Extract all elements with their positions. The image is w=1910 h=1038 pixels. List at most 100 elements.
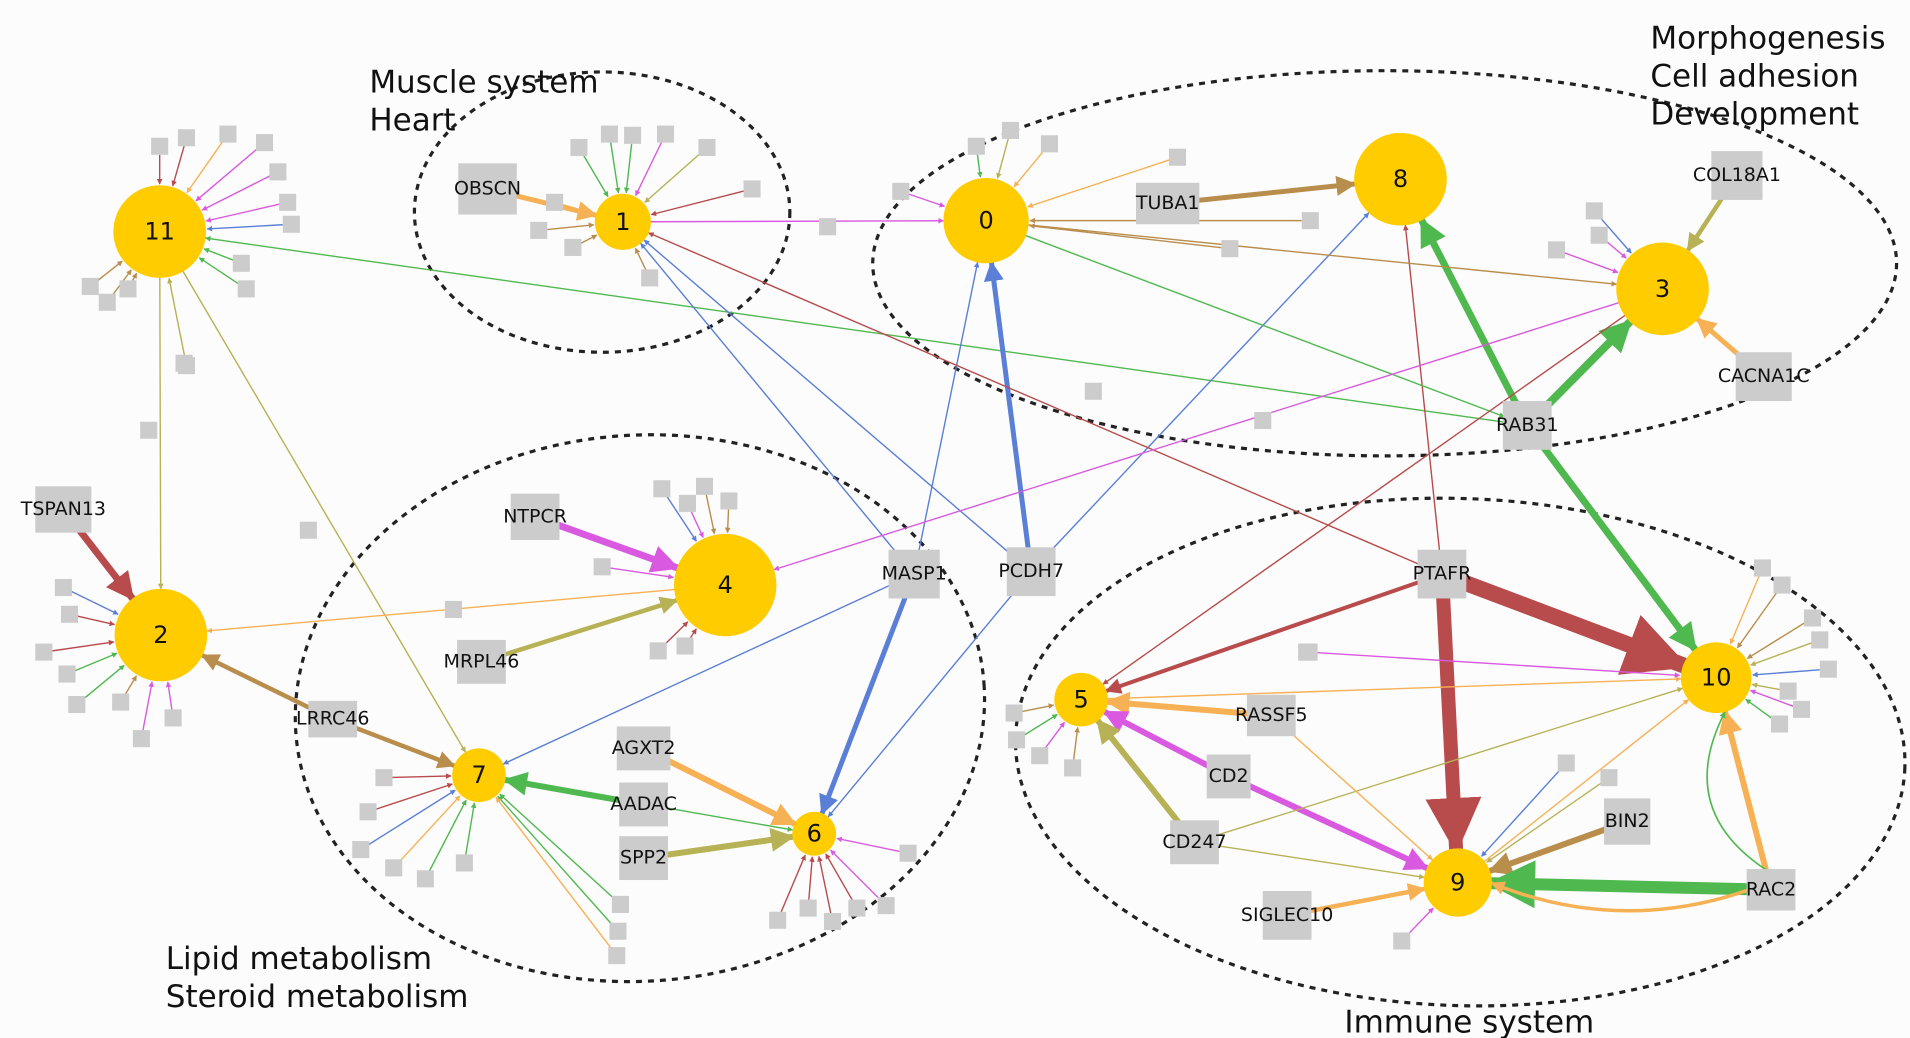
peripheral-node[interactable] [219,125,237,143]
gene-node-tuba1[interactable]: TUBA1 [1135,182,1200,225]
peripheral-node[interactable] [455,854,473,872]
gene-node-rassf5[interactable]: RASSF5 [1235,694,1308,737]
peripheral-node[interactable] [570,138,588,157]
hub-node-10[interactable]: 10 [1680,642,1752,714]
hub-node-4[interactable]: 4 [674,533,777,637]
peripheral-node[interactable] [54,578,72,597]
peripheral-node[interactable] [743,180,761,198]
hub-node-9[interactable]: 9 [1423,848,1492,917]
peripheral-node[interactable] [279,193,297,211]
peripheral-node[interactable] [60,605,79,623]
gene-node-mrpl46[interactable]: MRPL46 [444,639,520,684]
peripheral-node[interactable] [1547,241,1566,259]
peripheral-node[interactable] [799,899,817,917]
peripheral-node[interactable] [175,354,193,372]
gene-node-bin2[interactable]: BIN2 [1604,798,1651,845]
peripheral-node[interactable] [444,600,462,618]
gene-node-ntpcr[interactable]: NTPCR [503,493,567,540]
peripheral-node[interactable] [611,895,629,913]
peripheral-node[interactable] [1792,700,1811,718]
gene-node-cacna1c[interactable]: CACNA1C [1718,352,1810,402]
peripheral-node[interactable] [269,163,287,181]
peripheral-node[interactable] [676,637,694,655]
hub-node-11[interactable]: 11 [113,185,206,278]
peripheral-node[interactable] [164,709,182,727]
peripheral-node[interactable] [769,911,787,929]
peripheral-node[interactable] [58,665,76,683]
peripheral-node[interactable] [282,215,300,233]
peripheral-node[interactable] [1084,382,1102,400]
peripheral-node[interactable] [1585,202,1603,220]
peripheral-node[interactable] [237,280,255,298]
hub-node-8[interactable]: 8 [1354,132,1447,226]
peripheral-node[interactable] [81,277,99,295]
peripheral-node[interactable] [1753,559,1772,577]
peripheral-node[interactable] [1254,411,1272,430]
gene-node-aadac[interactable]: AADAC [610,782,677,827]
peripheral-node[interactable] [1040,135,1058,153]
peripheral-node[interactable] [1168,148,1186,166]
peripheral-node[interactable] [546,193,564,211]
peripheral-node[interactable] [877,897,895,915]
peripheral-node[interactable] [600,125,618,143]
peripheral-node[interactable] [1001,121,1019,139]
gene-node-spp2[interactable]: SPP2 [619,836,668,881]
peripheral-node[interactable] [1600,769,1618,787]
peripheral-node[interactable] [1221,240,1239,258]
peripheral-node[interactable] [132,730,150,748]
gene-node-lrrc46[interactable]: LRRC46 [296,700,370,738]
hub-node-1[interactable]: 1 [594,193,651,250]
gene-node-col18a1[interactable]: COL18A1 [1693,151,1781,200]
peripheral-node[interactable] [608,947,626,965]
hub-node-2[interactable]: 2 [114,588,208,682]
peripheral-node[interactable] [1557,754,1575,772]
peripheral-node[interactable] [819,218,837,236]
peripheral-node[interactable] [1779,682,1797,700]
peripheral-node[interactable] [119,280,137,298]
peripheral-node[interactable] [1008,731,1026,749]
hub-node-3[interactable]: 3 [1616,242,1709,336]
peripheral-node[interactable] [848,899,866,917]
peripheral-node[interactable] [892,182,910,200]
peripheral-node[interactable] [1298,643,1316,661]
peripheral-node[interactable] [1064,759,1082,777]
gene-node-siglec10[interactable]: SIGLEC10 [1241,891,1333,940]
peripheral-node[interactable] [698,138,716,157]
peripheral-node[interactable] [359,803,377,821]
peripheral-node[interactable] [1773,576,1791,594]
hub-node-7[interactable]: 7 [452,748,506,803]
hub-node-5[interactable]: 5 [1054,672,1108,727]
peripheral-node[interactable] [624,126,642,144]
peripheral-node[interactable] [375,769,393,787]
peripheral-node[interactable] [653,480,671,498]
peripheral-node[interactable] [967,137,985,155]
peripheral-node[interactable] [1803,609,1822,627]
peripheral-node[interactable] [1819,660,1837,678]
peripheral-node[interactable] [720,492,738,510]
peripheral-node[interactable] [98,293,116,311]
peripheral-node[interactable] [177,129,196,147]
peripheral-node[interactable] [112,693,130,711]
hub-node-0[interactable]: 0 [943,177,1029,264]
peripheral-node[interactable] [140,421,158,439]
gene-node-obscn[interactable]: OBSCN [454,163,521,215]
gene-node-rac2[interactable]: RAC2 [1746,869,1796,911]
peripheral-node[interactable] [68,695,86,714]
peripheral-node[interactable] [1301,212,1319,230]
peripheral-node[interactable] [232,254,250,272]
peripheral-node[interactable] [299,521,317,539]
peripheral-node[interactable] [823,912,842,931]
peripheral-node[interactable] [656,125,675,143]
peripheral-node[interactable] [641,269,659,287]
gene-node-agxt2[interactable]: AGXT2 [612,726,676,771]
gene-node-rab31[interactable]: RAB31 [1496,401,1559,450]
hub-node-6[interactable]: 6 [792,811,837,856]
gene-node-tspan13[interactable]: TSPAN13 [20,486,106,533]
gene-node-ptafr[interactable]: PTAFR [1413,549,1472,599]
peripheral-node[interactable] [151,137,169,155]
gene-node-cd247[interactable]: CD247 [1162,820,1227,865]
peripheral-node[interactable] [1393,932,1411,950]
peripheral-node[interactable] [899,844,917,862]
peripheral-node[interactable] [416,870,434,888]
peripheral-node[interactable] [385,859,403,877]
